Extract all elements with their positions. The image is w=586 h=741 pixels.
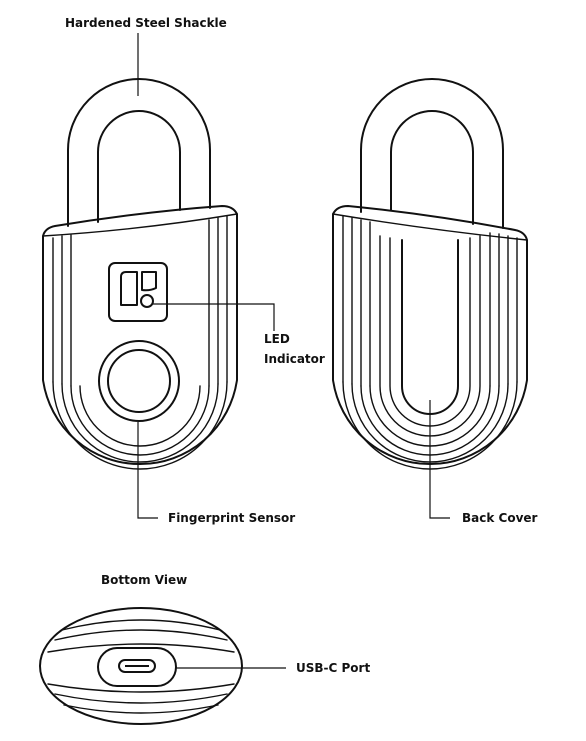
leader-fingerprint [137,422,158,519]
padlock-front-icon [42,78,238,470]
label-indicator: Indicator [264,352,325,366]
bottom-line [54,629,228,641]
bottom-outline [39,607,243,725]
arc [61,383,219,463]
leader-led [153,303,275,331]
logo-mark [141,271,157,292]
leader-back-cover [429,400,450,519]
bottom-line [54,693,228,704]
label-back-cover: Back Cover [462,511,538,525]
logo-mark [120,271,138,306]
bottom-line [63,704,219,714]
led-indicator-dot [140,294,154,308]
label-hardened-steel-shackle: Hardened Steel Shackle [65,16,227,30]
back-shackle-inner [390,110,474,225]
back-cover-u [401,239,459,415]
back-body-edge [332,213,528,241]
padlock-bottom-icon [39,607,243,725]
back-body [332,205,528,466]
front-body [42,205,238,466]
label-led: LED [264,332,290,346]
arc [79,385,201,447]
brand-logo-icon [108,262,168,322]
bottom-line [47,683,235,693]
front-shackle [67,78,211,227]
label-bottom-view: Bottom View [101,573,188,587]
arc [52,381,228,470]
front-body-edge [42,213,238,237]
back-shackle [360,78,504,229]
fingerprint-sensor-outer [98,340,180,422]
arc [70,385,210,456]
fingerprint-sensor [107,349,171,413]
bottom-line [61,619,221,631]
label-usb-c-port: USB-C Port [296,661,371,675]
bottom-line [47,643,235,653]
label-fingerprint-sensor: Fingerprint Sensor [168,511,296,525]
usb-c-port-slot [118,659,156,673]
front-shackle-inner [97,110,181,223]
usb-c-port-icon [97,647,177,687]
